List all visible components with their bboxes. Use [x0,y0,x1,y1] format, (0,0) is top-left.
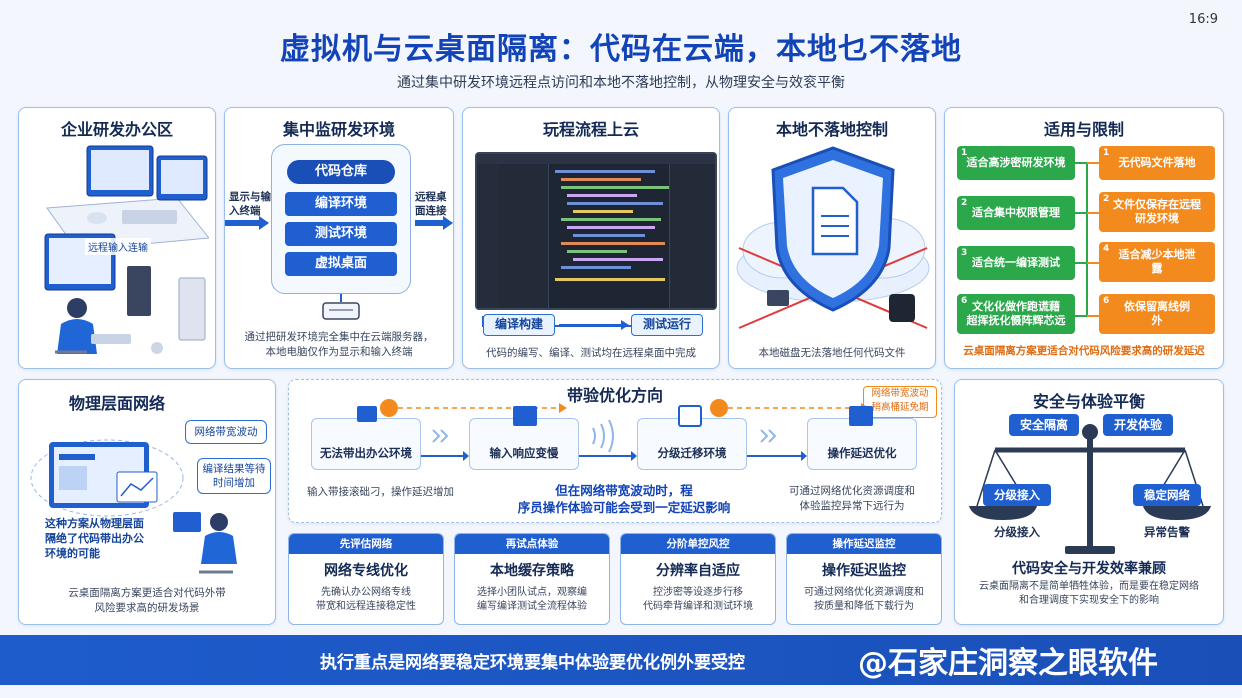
panel-scope: 适用与限制 适合高涉密研发环境 适合集中权限管理 适合统一编译测试 文化化做作跑… [944,107,1224,369]
balance-bottom-desc: 云桌面隔离不是简单牺牲体验，而是要在稳定网络 和合理调度下实现安全下的影响 [979,581,1199,606]
orange-item-1: 无代码文件落地 [1099,146,1215,180]
panel-workflow-caption: 代码的编写、编译、测试均在远程桌面中完成 [486,347,696,359]
checklist-icon [678,405,702,427]
aspect-ratio-label: 16:9 [1188,12,1218,27]
page-title: 虚拟机与云桌面隔离：代码在云端，本地乜不落地 [280,32,962,67]
disk-blocked-icon [889,294,915,322]
card-resolution: 分阶单控风控 分辨率自适应 控涉密等设逐步行移 代码牵背编译和测试环境 [620,533,776,625]
arrow-right-icon [463,451,469,461]
arrow-right-icon [225,216,269,230]
footer-banner [0,635,1242,685]
orange-item-4: 依保留离线例 外 [1099,294,1215,334]
tag-security: 安全隔离 [1009,414,1079,436]
bandwidth-note: 网络带宽波动 稍高桶延免期 [863,386,937,418]
ide-screenshot [475,152,717,310]
step-2: 输入响应变慢 [469,418,579,470]
window-icon [849,406,873,426]
remote-desktop-label: 远程桌 面连接 [415,191,447,217]
orange-item-3: 适合减少本地泄 露 [1099,242,1215,282]
display-input-label: 显示与输 入终端 [229,191,271,217]
panel-optimize-title: 带验优化方向 [566,386,663,405]
panel-balance-title: 安全与体验平衡 [1032,392,1145,411]
green-item-3: 适合统一编译测试 [957,246,1075,280]
tag-alert: 异常告警 [1144,525,1190,539]
optimize-right-caption: 可通过网络优化资源调度和 体验监控异常下远行为 [789,485,915,512]
footer-text: 执行重点是网络要稳定环境要集中体验要优化例外要受控 [320,653,745,673]
tag-tier-access-low: 分级接入 [994,525,1040,539]
env-item-build: 编译环境 [285,192,397,216]
arrow-right-icon [415,216,453,230]
person-icon [210,513,228,531]
test-run-button: 测试运行 [631,314,703,336]
tag-stable-network: 稳定网络 [1133,484,1201,506]
remote-input-label: 远程输入连输 [85,238,151,255]
arrow-right-icon [621,320,629,330]
panel-physical-net: 物理层面网络 网络带宽波动 编译结果等待 时间增加 这种方案从物理层面 隔绝了代… [18,379,276,625]
panel-balance: 安全与体验平衡 安全隔离 开发体验 分级接入 稳定网络 分级接入 异常告警 代码… [954,379,1224,625]
panel-no-local-title: 本地不落地控制 [775,120,888,139]
card-network: 先评估网络 网络专线优化 先确认办公网络专线 带宽和远程连接稳定性 [288,533,444,625]
panel-no-local: 本地不落地控制 本地磁盘无法落地任何代码文件 [728,107,936,369]
env-item-vdesk: 虚拟桌面 [285,252,397,276]
tag-tier-access: 分级接入 [983,484,1051,506]
panel-central-env-caption: 通过把研发环境完全集中在云端服务器， 本地电脑仅作为显示和输入终端 [244,331,434,358]
id-card-icon [513,406,537,426]
signal-icon [592,419,614,453]
code-repo-badge: 代码仓库 [287,160,395,184]
step-1: 无法带出办公环境 [311,418,421,470]
green-item-4: 文化化做作跑谎藉 超挥抚化慑阵辉芯远 [957,294,1075,334]
bubble-compile-wait: 编译结果等待 时间增加 [197,458,271,494]
isolation-text: 这种方案从物理层面 隔绝了代码带出办公 环境的可能 [45,517,144,560]
panel-physical-net-caption: 云桌面隔离方案更适合对代码外带 风险要求高的研发场景 [68,587,226,614]
panel-workflow-title: 玩程流程上云 [542,120,639,139]
arrow-right-icon [631,451,637,461]
warning-icon [380,399,398,417]
panel-central-env: 集中监研发环境 显示与输 入终端 远程桌 面连接 代码仓库 编译环境 测试环境 … [224,107,454,369]
person-icon [67,298,87,318]
card-latency: 操作延迟监控 操作延迟监控 可通过网络优化资源调度和 按质量和降低下载行为 [786,533,942,625]
code-icon [357,406,377,422]
keyboard-icon [122,210,177,224]
balance-bottom-title: 代码安全与开发效率兼顾 [1012,561,1166,577]
optimize-left-caption: 输入带接滚础刁，操作延迟增加 [307,486,454,498]
page-subtitle: 通过集中研发环境远程点访问和本地不落地控制，从物理安全与效衮平衡 [397,75,845,91]
optimize-center-text: 但在网络带宽波动时，程 序员操作体验可能会受到一定延迟影响 [517,483,731,515]
panel-office-title: 企业研发办公区 [60,120,173,139]
step-4: 操作延迟优化 [807,418,917,470]
panel-workflow: 玩程流程上云 编译构建 测试运行 代码的编写、编译、测试均在远程桌面中完成 [462,107,720,369]
pc-tower-icon [127,266,151,316]
green-item-2: 适合集中权限管理 [957,196,1075,230]
warning-icon [710,399,728,417]
env-item-test: 测试环境 [285,222,397,246]
panel-no-local-caption: 本地磁盘无法落地任何代码文件 [758,347,906,359]
panel-office: 企业研发办公区 远程输入连输 [18,107,216,369]
laptop-icon [173,512,201,532]
panel-central-env-title: 集中监研发环境 [282,120,395,139]
panel-scope-title: 适用与限制 [1043,120,1124,139]
watermark: @石家庄洞察之眼软件 [858,646,1158,681]
tag-dev-experience: 开发体验 [1103,414,1173,436]
green-item-1: 适合高涉密研发环境 [957,146,1075,180]
keyboard-icon [322,302,360,320]
orange-item-2: 文件仅保存在远程 研发环境 [1099,192,1215,232]
panel-scope-caption: 云桌面隔离方案更适合对代码风险要求高的研发延迟 [963,345,1205,357]
card-cache: 再试点体验 本地缓存策略 选择小团队试点，观察编 编写编译测试全流程体验 [454,533,610,625]
arrow-right-icon [801,451,807,461]
panel-physical-net-title: 物理层面网络 [68,394,165,413]
usb-blocked-icon [767,290,789,306]
document-icon [811,186,859,256]
build-button: 编译构建 [483,314,555,336]
panel-optimize: 带验优化方向 网络带宽波动 稍高桶延免期 无法带出办公环境 输入响应变慢 分级迁… [288,379,942,523]
bubble-bandwidth: 网络带宽波动 [185,420,267,444]
